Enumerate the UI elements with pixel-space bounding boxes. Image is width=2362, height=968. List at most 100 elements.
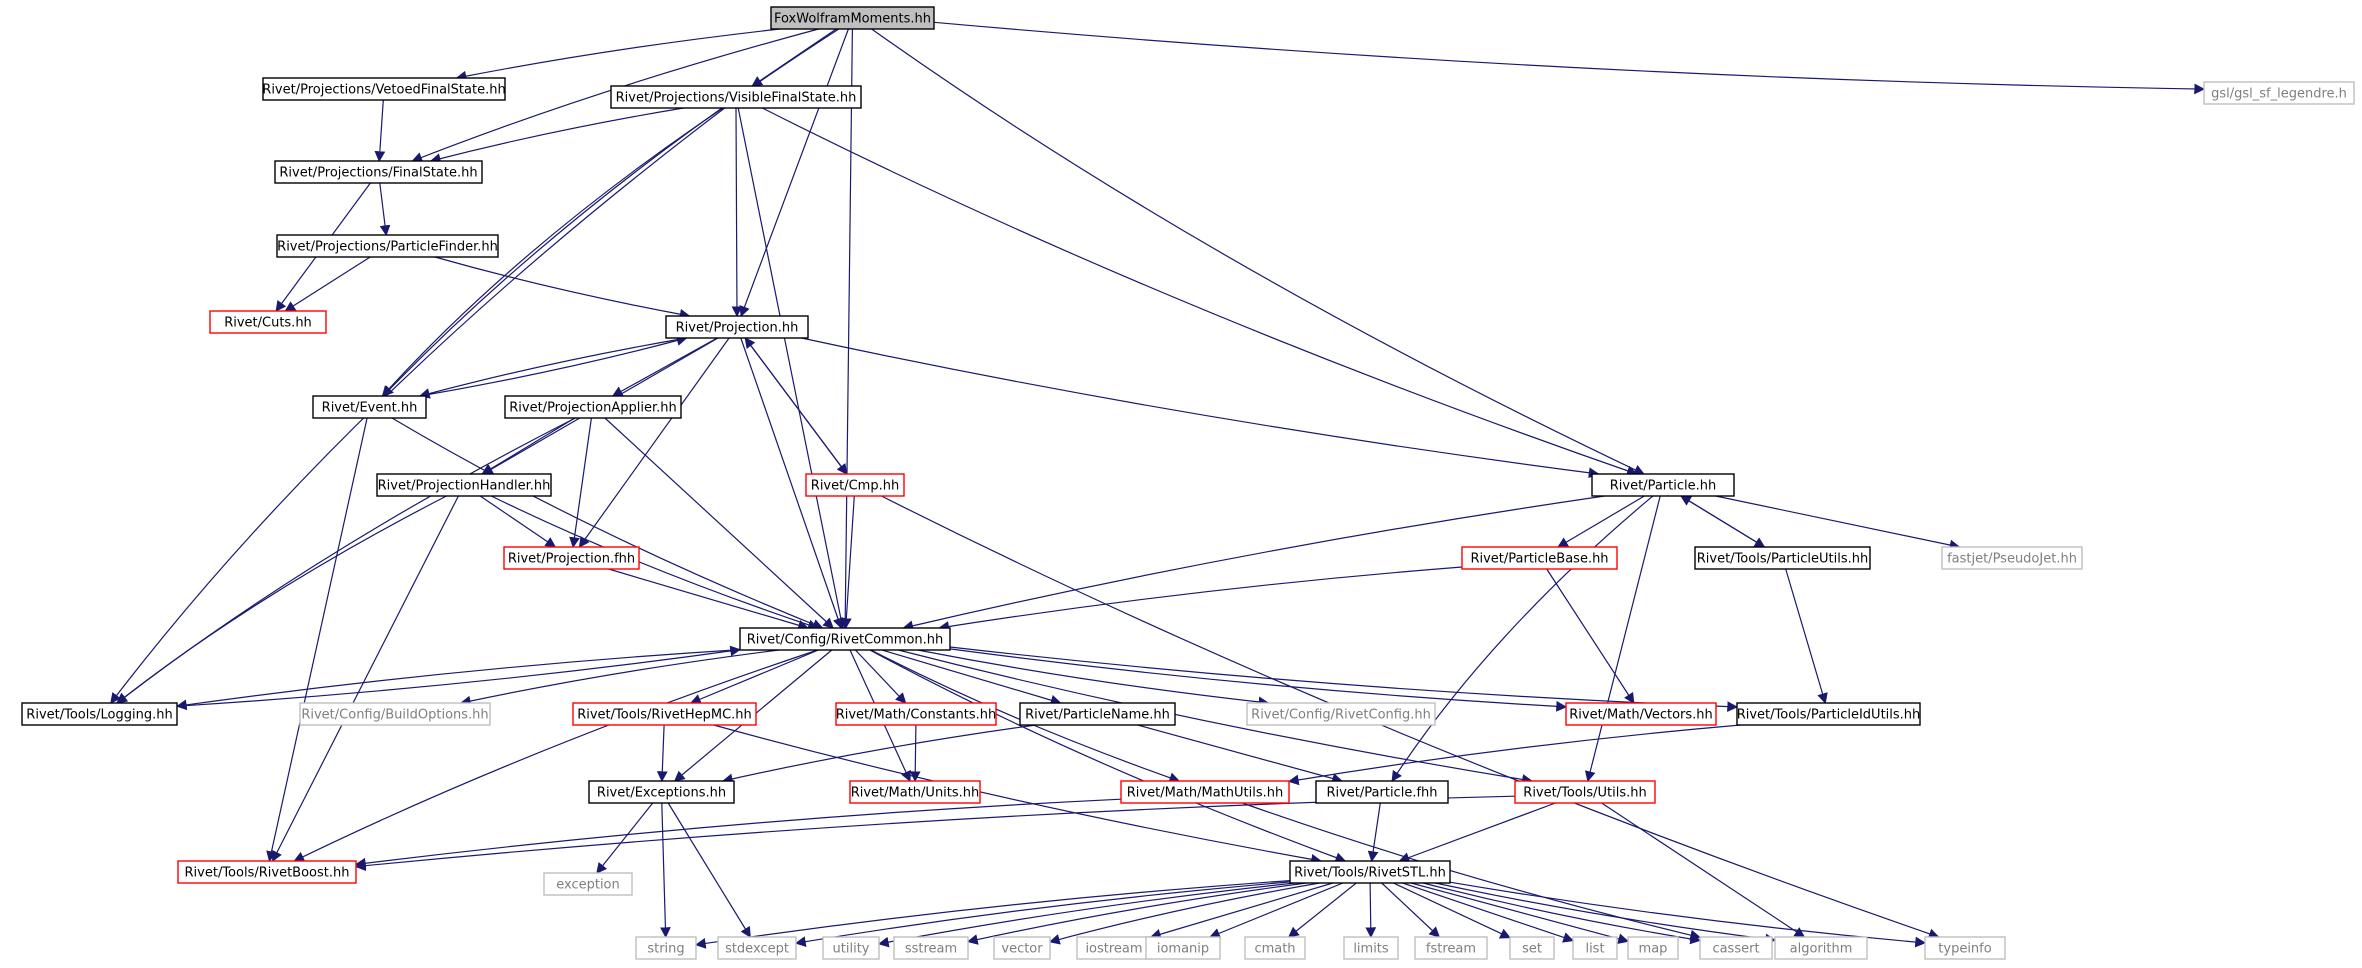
node-box-mathutils bbox=[1120, 780, 1290, 804]
node-label-constants: Rivet/Math/Constants.hh bbox=[836, 708, 997, 723]
node-box-cmath bbox=[1244, 936, 1306, 960]
edge-rivetstl-to-utility bbox=[877, 882, 1295, 948]
node-box-map bbox=[1627, 936, 1679, 960]
edge-rivetstl-to-fstream bbox=[1381, 882, 1441, 938]
edge-rivetstl-to-sstream bbox=[966, 882, 1307, 945]
edges bbox=[110, 21, 2206, 949]
node-label-cmath: cmath bbox=[1254, 942, 1295, 957]
node-box-finalstate bbox=[274, 160, 483, 184]
node-partutils[interactable]: Rivet/Tools/ParticleUtils.hh bbox=[1694, 546, 1871, 570]
node-box-projfhh bbox=[503, 546, 640, 570]
node-vectors[interactable]: Rivet/Math/Vectors.hh bbox=[1565, 702, 1717, 726]
node-logging[interactable]: Rivet/Tools/Logging.hh bbox=[21, 702, 178, 726]
node-constants[interactable]: Rivet/Math/Constants.hh bbox=[835, 702, 997, 726]
node-event[interactable]: Rivet/Event.hh bbox=[312, 395, 427, 419]
node-boost[interactable]: Rivet/Tools/RivetBoost.hh bbox=[177, 860, 357, 884]
edge-utils-to-boost bbox=[354, 795, 1516, 872]
node-partfinder[interactable]: Rivet/Projections/ParticleFinder.hh bbox=[276, 234, 499, 258]
node-label-iostream: iostream bbox=[1085, 942, 1142, 957]
node-box-partidutils bbox=[1736, 702, 1921, 726]
node-label-algorithm: algorithm bbox=[1790, 942, 1853, 957]
node-box-boost bbox=[177, 860, 357, 884]
node-exceptions[interactable]: Rivet/Exceptions.hh bbox=[588, 780, 735, 804]
node-hepmc[interactable]: Rivet/Tools/RivetHepMC.hh bbox=[572, 702, 757, 726]
node-rivetcommon[interactable]: Rivet/Config/RivetCommon.hh bbox=[739, 627, 951, 651]
node-box-vetoed bbox=[262, 77, 506, 101]
node-label-limits: limits bbox=[1353, 942, 1389, 957]
edge-root-to-event bbox=[382, 28, 840, 397]
node-box-partfhh bbox=[1315, 780, 1449, 804]
edge-projection-to-event bbox=[418, 337, 687, 399]
edge-vetoed-to-finalstate bbox=[374, 99, 386, 163]
node-projhandler[interactable]: Rivet/ProjectionHandler.hh bbox=[376, 473, 552, 497]
node-box-event bbox=[312, 395, 427, 419]
node-exception: exception bbox=[543, 872, 633, 896]
node-label-cmp: Rivet/Cmp.hh bbox=[811, 479, 899, 494]
edge-exceptions-to-string bbox=[660, 802, 671, 939]
node-string: string bbox=[635, 936, 697, 960]
edge-projapplier-to-projfhh bbox=[569, 417, 592, 549]
edge-logging-to-rivetcommon bbox=[176, 645, 742, 707]
edge-visible-to-finalstate bbox=[429, 107, 684, 164]
edge-event-to-projection bbox=[419, 335, 688, 397]
edge-projection-to-projapplier bbox=[611, 337, 718, 397]
edge-hepmc-to-exceptions bbox=[656, 724, 668, 783]
edge-projection-to-projfhh bbox=[578, 337, 730, 548]
node-projfhh[interactable]: Rivet/Projection.fhh bbox=[503, 546, 640, 570]
edge-cmp-to-projection bbox=[744, 337, 848, 475]
edge-partname-to-exceptions bbox=[721, 724, 1037, 785]
node-box-gsl bbox=[2203, 81, 2355, 105]
node-map: map bbox=[1627, 936, 1679, 960]
edge-rivetstl-to-list bbox=[1402, 882, 1575, 943]
edge-particle-to-partbase bbox=[1557, 495, 1645, 548]
edge-rivetstl-to-stdexcept bbox=[794, 881, 1291, 947]
node-root[interactable]: FoxWolframMoments.hh bbox=[770, 6, 935, 30]
node-algorithm: algorithm bbox=[1774, 936, 1868, 960]
node-box-limits bbox=[1343, 936, 1399, 960]
node-label-cuts: Rivet/Cuts.hh bbox=[224, 316, 312, 331]
node-label-utility: utility bbox=[833, 942, 870, 957]
edge-mathutils-to-boost bbox=[354, 798, 1122, 869]
node-label-utils: Rivet/Tools/Utils.hh bbox=[1523, 786, 1646, 801]
edge-partfhh-to-rivetstl bbox=[1367, 802, 1381, 863]
node-visible[interactable]: Rivet/Projections/VisibleFinalState.hh bbox=[610, 85, 862, 109]
node-particle[interactable]: Rivet/Particle.hh bbox=[1591, 473, 1735, 497]
node-cmp[interactable]: Rivet/Cmp.hh bbox=[805, 473, 905, 497]
node-set: set bbox=[1509, 936, 1555, 960]
edge-exceptions-to-exception bbox=[596, 802, 654, 874]
edge-rivetcommon-to-logging bbox=[175, 649, 741, 711]
node-label-vector: vector bbox=[1001, 942, 1043, 957]
edge-rivetstl-to-cmath bbox=[1287, 882, 1357, 938]
node-partfhh[interactable]: Rivet/Particle.fhh bbox=[1315, 780, 1449, 804]
node-partidutils[interactable]: Rivet/Tools/ParticleIdUtils.hh bbox=[1736, 702, 1921, 726]
node-vetoed[interactable]: Rivet/Projections/VetoedFinalState.hh bbox=[262, 77, 506, 101]
edge-root-to-finalstate bbox=[411, 28, 819, 163]
node-units[interactable]: Rivet/Math/Units.hh bbox=[849, 780, 981, 804]
node-utility: utility bbox=[822, 936, 880, 960]
node-cuts[interactable]: Rivet/Cuts.hh bbox=[209, 310, 327, 334]
node-projection[interactable]: Rivet/Projection.hh bbox=[665, 315, 809, 339]
node-sstream: sstream bbox=[893, 936, 969, 960]
node-box-hepmc bbox=[572, 702, 757, 726]
node-rivetstl[interactable]: Rivet/Tools/RivetSTL.hh bbox=[1289, 860, 1451, 884]
node-box-string bbox=[635, 936, 697, 960]
node-partname[interactable]: Rivet/ParticleName.hh bbox=[1019, 702, 1176, 726]
edge-projapplier-to-rivetcommon bbox=[604, 417, 834, 629]
node-label-cassert: cassert bbox=[1712, 942, 1759, 957]
edge-rivetstl-to-map bbox=[1410, 882, 1630, 944]
edge-utils-to-algorithm bbox=[1601, 802, 1806, 938]
node-box-cmp bbox=[805, 473, 905, 497]
node-partbase[interactable]: Rivet/ParticleBase.hh bbox=[1461, 546, 1618, 570]
node-box-sstream bbox=[893, 936, 969, 960]
node-box-exceptions bbox=[588, 780, 735, 804]
node-projapplier[interactable]: Rivet/ProjectionApplier.hh bbox=[504, 395, 682, 419]
node-pseudojet: fastjet/PseudoJet.hh bbox=[1941, 546, 2083, 570]
node-mathutils[interactable]: Rivet/Math/MathUtils.hh bbox=[1120, 780, 1290, 804]
node-box-set bbox=[1509, 936, 1555, 960]
node-label-exceptions: Rivet/Exceptions.hh bbox=[597, 786, 726, 801]
node-utils[interactable]: Rivet/Tools/Utils.hh bbox=[1514, 780, 1656, 804]
node-label-buildopts: Rivet/Config/BuildOptions.hh bbox=[301, 708, 488, 723]
node-box-partfinder bbox=[276, 234, 499, 258]
node-finalstate[interactable]: Rivet/Projections/FinalState.hh bbox=[274, 160, 483, 184]
edge-visible-to-particle bbox=[762, 107, 1638, 476]
